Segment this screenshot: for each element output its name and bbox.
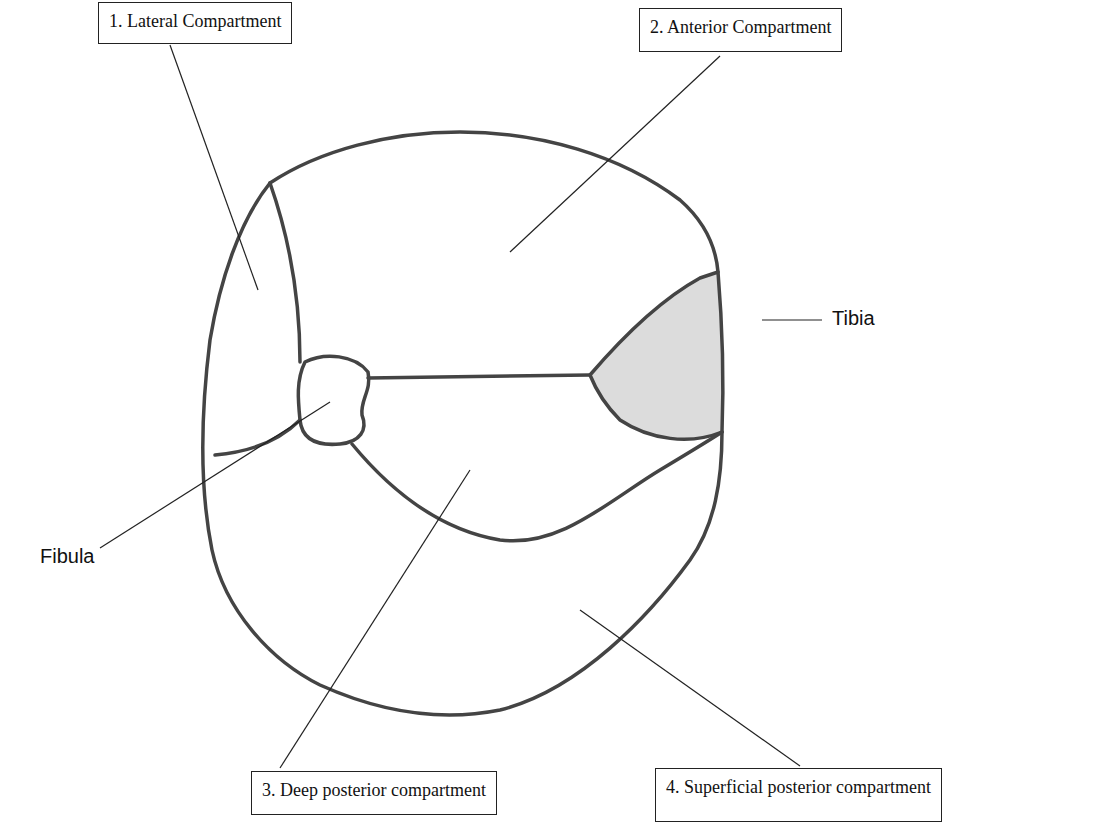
bone-label: Tibia [832, 307, 875, 330]
compartment-label: 3. Deep posterior compartment [262, 780, 486, 800]
compartment-label: 2. Anterior Compartment [650, 17, 831, 37]
compartment-label: 4. Superficial posterior compartment [666, 777, 931, 797]
bone-label: Fibula [40, 545, 94, 568]
compartment-label: 1. Lateral Compartment [109, 11, 281, 31]
superficial-posterior-box: 4. Superficial posterior compartment [655, 768, 942, 822]
deep-posterior-box: 3. Deep posterior compartment [251, 771, 497, 815]
lateral-compartment-box: 1. Lateral Compartment [98, 2, 292, 44]
anterior-compartment-box: 2. Anterior Compartment [639, 8, 842, 52]
